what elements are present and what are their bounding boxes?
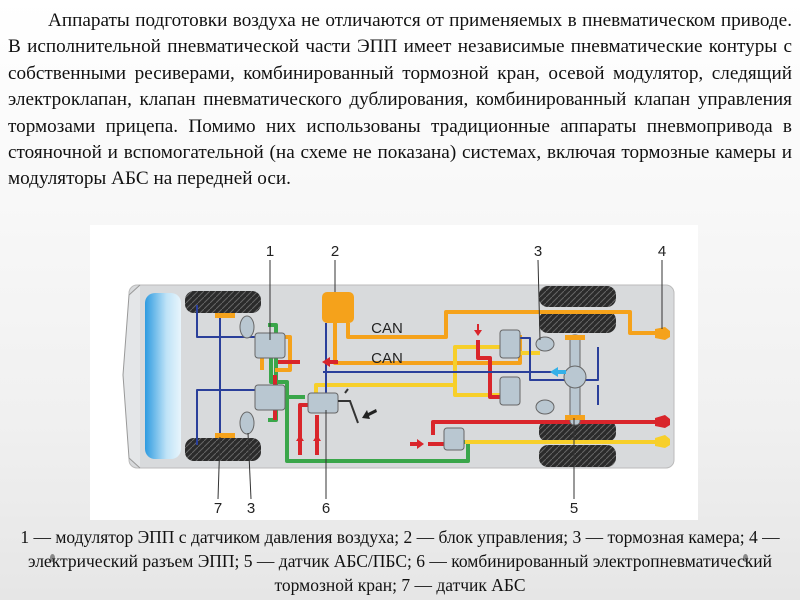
arrow-icon (313, 435, 321, 447)
arrow-icon (322, 357, 338, 367)
pedal-icon (338, 388, 359, 424)
diagram-svg: CAN CAN 1 2 3 4 7 3 6 5 (122, 243, 675, 517)
yellow-pipe (453, 385, 500, 397)
leader-line (247, 432, 252, 500)
control-unit (322, 292, 354, 323)
callout-2: 2 (331, 243, 339, 260)
slide-marker (50, 554, 55, 562)
callout-3: 3 (247, 500, 255, 517)
arrow-icon (296, 435, 304, 447)
trailer-valve (443, 427, 465, 451)
orange-pipe (346, 310, 655, 339)
rear-modulator (499, 329, 521, 359)
wheels (185, 286, 616, 467)
blue-wire (517, 337, 599, 381)
abs-sensor-front (215, 313, 235, 318)
blue-wire (196, 305, 255, 338)
can-label: CAN (371, 350, 403, 367)
callout-3: 3 (534, 243, 542, 260)
connector-icon (655, 435, 670, 448)
windshield (145, 293, 181, 459)
brake-system-diagram: CAN CAN 1 2 3 4 7 3 6 5 (90, 225, 698, 520)
callout-4: 4 (658, 243, 666, 260)
cab-front (122, 284, 141, 469)
abs-sensor-front (215, 433, 235, 438)
brake-chamber (239, 315, 255, 339)
brake-chamber (239, 411, 255, 435)
connector-icon (655, 327, 670, 340)
brake-chamber (535, 336, 555, 352)
red-pipe (431, 420, 655, 435)
body-paragraph: Аппараты подготовки воздуха не отличаютс… (8, 10, 792, 190)
leader-line (537, 259, 541, 341)
rear-modulator (499, 376, 521, 406)
arrow-icon (410, 439, 424, 449)
arrow-icon (474, 324, 482, 336)
slide-marker (743, 554, 748, 562)
figure-caption: 1 — модулятор ЭПП с датчиком давления во… (20, 527, 780, 595)
brake-valve (307, 392, 339, 414)
can-label: CAN (371, 320, 403, 337)
callout-6: 6 (322, 500, 330, 517)
abs-sensor-rear (565, 335, 585, 340)
connector-icon (655, 415, 670, 428)
brake-chamber (535, 399, 555, 415)
callout-7: 7 (214, 500, 222, 517)
callout-1: 1 (266, 243, 274, 260)
arrow-icon (362, 409, 377, 419)
arrow-icon (550, 367, 566, 377)
front-modulator (254, 384, 286, 411)
red-pipe (476, 340, 500, 399)
green-pipe (268, 323, 278, 422)
leader-line (217, 436, 221, 500)
callout-5: 5 (570, 500, 578, 517)
blue-wire (196, 389, 255, 445)
differential (563, 365, 587, 389)
abs-sensor-rear (565, 415, 585, 420)
